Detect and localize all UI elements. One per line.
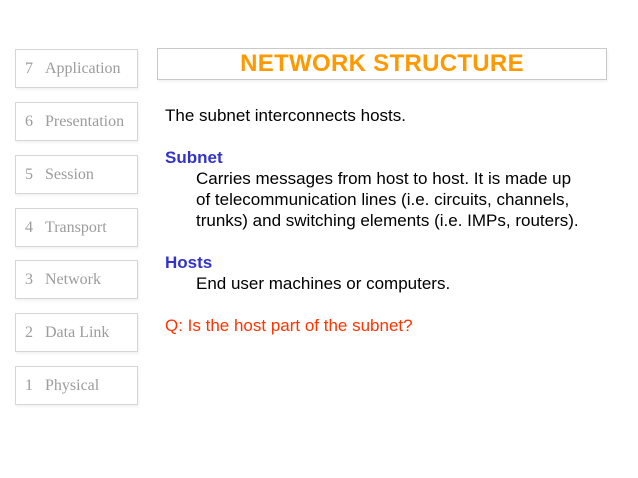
osi-layer-transport: 4 Transport xyxy=(15,208,138,247)
osi-layer-session: 5 Session xyxy=(15,155,138,194)
osi-layer-number: 4 xyxy=(25,218,33,236)
section-heading-subnet: Subnet xyxy=(165,148,223,167)
osi-layer-name: Network xyxy=(45,270,101,288)
intro-text: The subnet interconnects hosts. xyxy=(165,106,406,125)
osi-layer-name: Data Link xyxy=(45,323,110,341)
osi-layer-number: 6 xyxy=(25,112,33,130)
osi-layer-name: Physical xyxy=(45,376,100,394)
question-text: Q: Is the host part of the subnet? xyxy=(165,316,413,335)
osi-layer-name: Application xyxy=(45,59,121,77)
slide-body: The subnet interconnects hosts. Subnet C… xyxy=(165,105,630,336)
osi-layer-physical: 1 Physical xyxy=(15,366,138,405)
osi-layer-name: Session xyxy=(45,165,94,183)
section-heading-hosts: Hosts xyxy=(165,253,213,272)
subnet-description-line: Carries messages from host to host. It i… xyxy=(196,169,572,188)
slide-title-box: NETWORK STRUCTURE xyxy=(157,48,607,80)
osi-layer-number: 2 xyxy=(25,323,33,341)
subnet-description-line: of telecommunication lines (i.e. circuit… xyxy=(196,190,570,209)
osi-layer-application: 7 Application xyxy=(15,49,138,88)
subnet-description-line: trunks) and switching elements (i.e. IMP… xyxy=(196,211,579,230)
osi-layer-number: 1 xyxy=(25,376,33,394)
osi-layer-presentation: 6 Presentation xyxy=(15,102,138,141)
osi-layer-data-link: 2 Data Link xyxy=(15,313,138,352)
hosts-description-line: End user machines or computers. xyxy=(196,274,451,293)
osi-layer-name: Presentation xyxy=(45,112,125,130)
slide-title: NETWORK STRUCTURE xyxy=(240,50,524,77)
osi-layer-network: 3 Network xyxy=(15,260,138,299)
osi-layer-name: Transport xyxy=(45,218,107,236)
osi-layer-number: 5 xyxy=(25,165,33,183)
osi-layer-number: 3 xyxy=(25,270,33,288)
osi-layer-number: 7 xyxy=(25,59,33,77)
